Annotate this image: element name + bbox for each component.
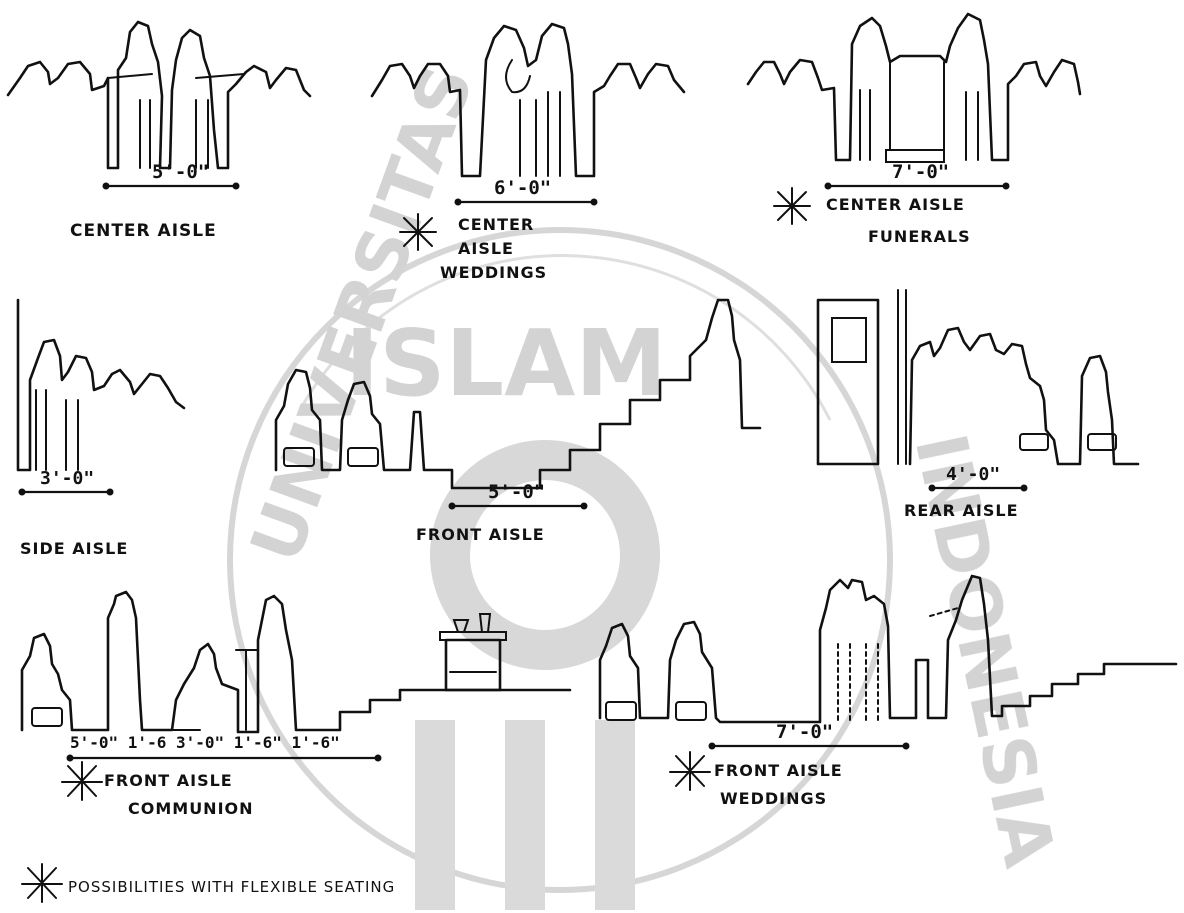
footnote-legend: POSSIBILITIES WITH FLEXIBLE SEATING bbox=[21, 863, 395, 903]
panel-rear-aisle: 4'-0" REAR AISLE bbox=[816, 289, 1140, 520]
panel-center-aisle: 5'-0" CENTER AISLE bbox=[6, 20, 312, 241]
panel-caption-line: FUNERALS bbox=[868, 227, 971, 246]
panel-caption: SIDE AISLE bbox=[20, 539, 128, 558]
dimension-label: 7'-0" bbox=[892, 161, 949, 183]
panel-caption: REAR AISLE bbox=[904, 501, 1019, 520]
seal-word-islam: ISLAM bbox=[345, 310, 667, 417]
footnote-text: POSSIBILITIES WITH FLEXIBLE SEATING bbox=[68, 878, 395, 896]
asterisk-icon bbox=[669, 751, 711, 791]
dimension-label: 5'-0" bbox=[152, 161, 209, 183]
asterisk-icon bbox=[21, 863, 63, 903]
panel-caption-line: WEDDINGS bbox=[720, 789, 827, 808]
university-seal-watermark: ISLAM UNIVERSITAS INDONESIA bbox=[227, 55, 1071, 910]
panel-caption-line: CENTER bbox=[458, 215, 534, 234]
dimension-label: 5'-0" 1'-6 3'-0" 1'-6" 1'-6" bbox=[70, 733, 340, 752]
panel-front-aisle: 5'-0" FRONT AISLE bbox=[274, 298, 762, 544]
panel-front-aisle-communion: 5'-0" 1'-6 3'-0" 1'-6" 1'-6" FRONT AISLE… bbox=[20, 590, 572, 818]
panel-caption: FRONT AISLE bbox=[416, 525, 545, 544]
dimension-label: 7'-0" bbox=[776, 721, 833, 743]
dimension-label: 5'-0" bbox=[488, 481, 545, 503]
panel-caption-line: WEDDINGS bbox=[440, 263, 547, 282]
asterisk-icon bbox=[61, 761, 103, 801]
panel-center-aisle-weddings: 6'-0" CENTER AISLE WEDDINGS bbox=[370, 22, 686, 282]
panel-caption-line: COMMUNION bbox=[128, 799, 254, 818]
panel-side-aisle: 3'-0" SIDE AISLE bbox=[16, 298, 186, 558]
asterisk-icon bbox=[773, 187, 811, 225]
dimension-label: 6'-0" bbox=[494, 177, 551, 199]
panel-caption-line: CENTER AISLE bbox=[826, 195, 965, 214]
panel-caption: CENTER AISLE bbox=[70, 221, 217, 241]
door-shape bbox=[816, 298, 880, 466]
dimension-label: 4'-0" bbox=[946, 464, 1000, 485]
seal-word-right: INDONESIA bbox=[899, 427, 1071, 874]
communion-table-icon bbox=[439, 613, 507, 692]
panel-center-aisle-funerals: 7'-0" CENTER AISLE FUNERALS bbox=[746, 12, 1082, 246]
panel-caption-line: FRONT AISLE bbox=[104, 771, 233, 790]
panel-caption-line: FRONT AISLE bbox=[714, 761, 843, 780]
asterisk-icon bbox=[399, 213, 437, 251]
panel-caption-line: AISLE bbox=[458, 239, 514, 258]
panel-front-aisle-weddings: 7'-0" FRONT AISLE WEDDINGS bbox=[598, 574, 1178, 808]
dimension-label: 3'-0" bbox=[40, 468, 94, 489]
